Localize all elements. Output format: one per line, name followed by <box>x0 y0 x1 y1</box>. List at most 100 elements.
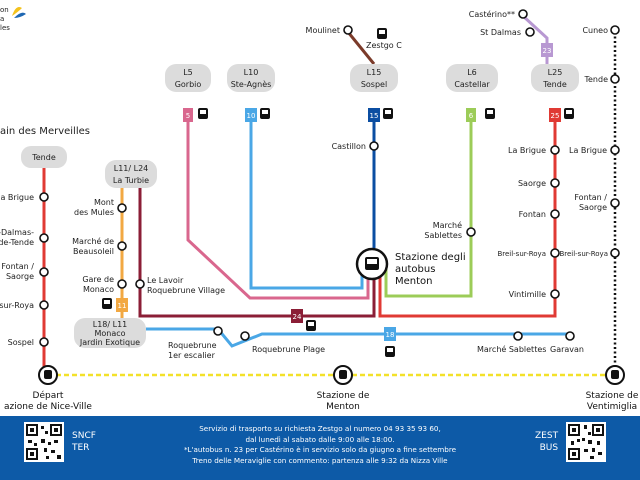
label-la-brigue-rail: La Brigue <box>569 146 607 155</box>
svg-text:5: 5 <box>186 112 190 120</box>
pill-l11-l24[interactable]: L11/ L24 La Turbie <box>105 160 157 188</box>
stop-tende-rail <box>610 74 620 84</box>
hub-menton[interactable]: Stazione degli autobus Menton <box>355 247 466 287</box>
hub-label-1: Stazione degli <box>395 252 466 263</box>
sncf-label: SNCF TER <box>72 431 96 453</box>
label-cuneo: Cuneo <box>582 26 608 35</box>
stop-cuneo <box>610 25 620 35</box>
label-roquebrune-plage: Roquebrune Plage <box>252 345 325 354</box>
logo-text-1: on <box>0 6 9 14</box>
pill-l18-sub: Monaco <box>94 329 125 338</box>
rail-label-menton-2: Menton <box>326 402 360 412</box>
pill-tende-left[interactable]: Tende <box>21 146 67 168</box>
label-mont-des-mules-1: Mont <box>94 198 114 207</box>
pill-tende-left-text: Tende <box>31 153 56 162</box>
bus-icon <box>383 108 393 119</box>
footer-info-text: Servizio di trasporto su richiesta Zestg… <box>183 424 457 465</box>
pill-l11-l24-name: L11/ L24 <box>114 164 149 173</box>
stop-la-brigue-rail <box>610 145 620 155</box>
stop-gare-monaco <box>117 279 127 289</box>
bus-icons <box>102 28 574 357</box>
svg-text:18: 18 <box>386 331 395 339</box>
stop-sospel-left <box>39 337 49 347</box>
stop-castillon <box>369 141 379 151</box>
logo-text-2: a <box>0 15 4 23</box>
badge-l15: 15 <box>368 108 380 122</box>
pill-l25-name: L25 <box>548 68 563 77</box>
qr-code-zest[interactable] <box>566 422 606 462</box>
label-lavoir-1: Le Lavoir <box>147 276 184 285</box>
label-roquebrune-escalier-1: Roquebrune <box>168 341 217 350</box>
pill-l15[interactable]: L15 Sospel <box>350 64 398 92</box>
rail-label-menton-1: Stazione de <box>317 391 370 401</box>
stop-la-brigue-l25 <box>550 145 560 155</box>
qr-code-sncf[interactable] <box>24 422 64 462</box>
stop-breil-rail <box>610 248 620 258</box>
label-dalmas-left-1: -Dalmas- <box>0 228 34 237</box>
label-zestgo-c: Zestgo C <box>366 41 402 50</box>
badge-l23: 23 <box>541 43 553 57</box>
line-l24-path <box>138 188 376 318</box>
label-castellar-sablettes-2: Sablettes <box>424 231 462 240</box>
bus-icon <box>485 108 495 119</box>
stop-fontan-saorge-rail <box>610 198 620 208</box>
label-breil-rail: Breil-sur-Roya <box>559 250 608 258</box>
pill-l15-name: L15 <box>367 68 382 77</box>
station-markers[interactable] <box>39 9 620 347</box>
label-fontan-saorge-rail-1: Fontan / <box>574 193 607 202</box>
svg-text:10: 10 <box>247 112 256 120</box>
svg-text:23: 23 <box>543 47 552 55</box>
rail-station-nice[interactable]: Départ azione de Nice-Ville <box>4 365 92 412</box>
stop-castellar-sablettes <box>466 227 476 237</box>
bus-icon <box>306 320 316 331</box>
hub-label-2: autobus <box>395 264 435 275</box>
label-vintimille: Vintimille <box>509 290 546 299</box>
stop-dalmas-left <box>39 233 49 243</box>
label-castellar-sablettes-1: Marché <box>433 220 462 230</box>
pill-l5[interactable]: L5 Gorbio <box>165 64 211 92</box>
label-gare-monaco-1: Gare de <box>82 275 114 284</box>
bus-icon <box>385 346 395 357</box>
pill-l18[interactable]: L18/ L11 Monaco Jardin Exotique <box>74 318 146 348</box>
svg-text:24: 24 <box>293 313 302 321</box>
stop-fontan-left <box>39 267 49 277</box>
label-fontan-l25: Fontan <box>519 210 546 219</box>
rail-label-nice-1: Départ <box>33 390 64 401</box>
station-labels: Moulinet Zestgo C Castillon Marché Sable… <box>0 9 608 360</box>
pill-l25[interactable]: L25 Tende <box>531 64 579 92</box>
stop-marche-beausoleil <box>117 241 127 251</box>
logo-text-3: les <box>0 24 10 32</box>
svg-text:25: 25 <box>551 112 560 120</box>
badge-l11: 11 <box>116 298 128 312</box>
badge-l18: 18 <box>384 327 396 341</box>
label-st-dalmas: St Dalmas <box>480 28 521 37</box>
stop-garavan <box>565 331 575 341</box>
label-moulinet: Moulinet <box>306 26 340 35</box>
zest-label: ZEST BUS <box>535 431 559 453</box>
pill-l6-name: L6 <box>467 68 477 77</box>
label-castillon: Castillon <box>332 142 366 151</box>
line-l18-path <box>146 327 570 348</box>
stop-st-dalmas <box>525 27 535 37</box>
svg-text:11: 11 <box>118 302 127 310</box>
train-icon <box>44 370 52 379</box>
info-footer: SNCF TER Servizio di trasporto su richie… <box>0 416 640 480</box>
rail-station-menton[interactable]: Stazione de Menton <box>317 365 370 412</box>
label-fontan-saorge-rail-2: Saorge <box>579 203 607 212</box>
pill-l11-l24-sub: La Turbie <box>113 176 149 185</box>
stop-saorge-l25 <box>550 178 560 188</box>
line-l6-path <box>384 118 473 298</box>
label-marche-beausoleil-1: Marché de <box>72 236 114 246</box>
pill-l10[interactable]: L10 Ste-Agnès <box>227 64 275 92</box>
stop-mont-des-mules <box>117 203 127 213</box>
label-marche-sablettes-l18: Marché Sablettes <box>477 344 546 354</box>
rail-station-ventimiglia[interactable]: Stazione de Ventimiglia <box>586 365 639 412</box>
section-merveilles-label: ain des Merveilles <box>0 126 90 137</box>
stop-vintimille <box>550 289 560 299</box>
pill-l6[interactable]: L6 Castellar <box>446 64 498 92</box>
pill-l6-sub: Castellar <box>454 80 490 89</box>
rail-label-ventimiglia-2: Ventimiglia <box>587 402 637 412</box>
label-la-brigue-left: a Brigue <box>0 193 34 202</box>
stop-fontan-l25 <box>550 209 560 219</box>
